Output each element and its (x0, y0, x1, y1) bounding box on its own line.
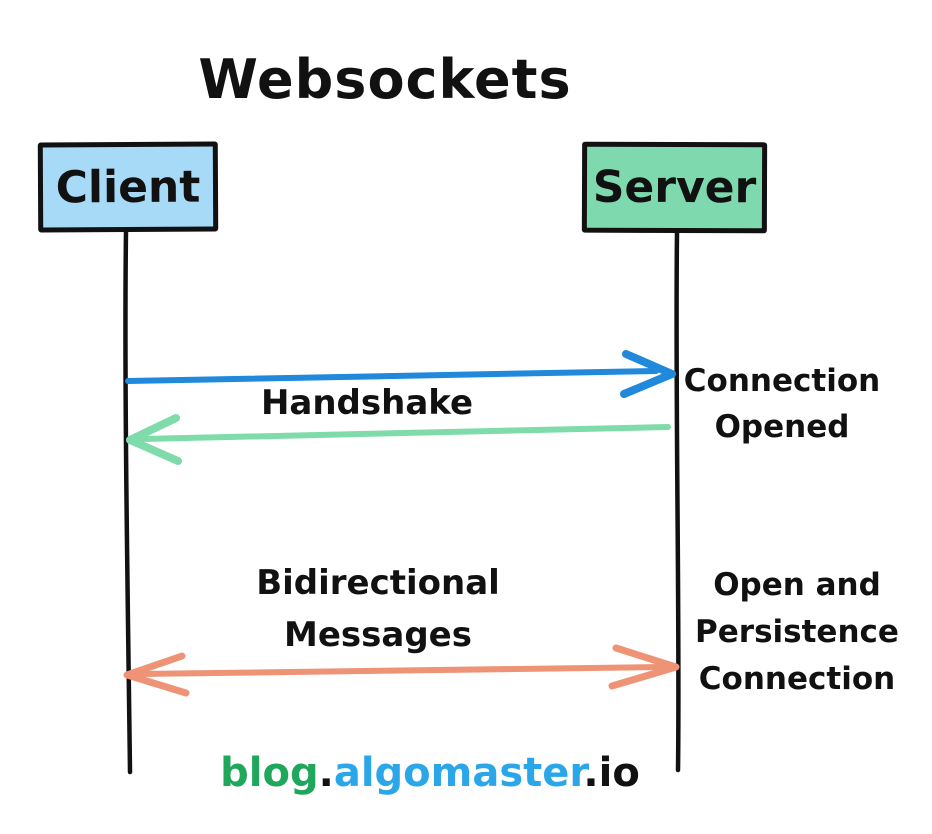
footer-branding: blog.algomaster.io (220, 750, 640, 796)
handshake-response-arrowhead-icon (126, 414, 182, 465)
bidirectional-left-arrowhead-icon (123, 652, 190, 697)
footer-dot1: . (318, 750, 334, 796)
footer-io-text: io (598, 750, 640, 796)
handshake-label: Handshake (260, 383, 474, 423)
footer-algomaster-text: algomaster (333, 750, 584, 796)
handshake-request-arrowhead-icon (620, 350, 676, 398)
handshake-request-arrow (125, 368, 659, 384)
bidirectional-messages-label: Bidirectional Messages (256, 563, 500, 655)
client-lifeline (123, 228, 133, 775)
bidirectional-arrow (135, 664, 667, 677)
handshake-response-arrow (139, 424, 671, 442)
footer-dot2: . (583, 750, 599, 796)
persistent-connection-label: Open and Persistence Connection (695, 567, 899, 697)
server-lifeline (674, 230, 681, 773)
footer-blog-text: blog (220, 750, 319, 796)
connection-opened-label: Connection Opened (683, 363, 881, 445)
bidirectional-right-arrowhead-icon (608, 644, 680, 690)
diagram-title: Websockets (198, 48, 572, 111)
